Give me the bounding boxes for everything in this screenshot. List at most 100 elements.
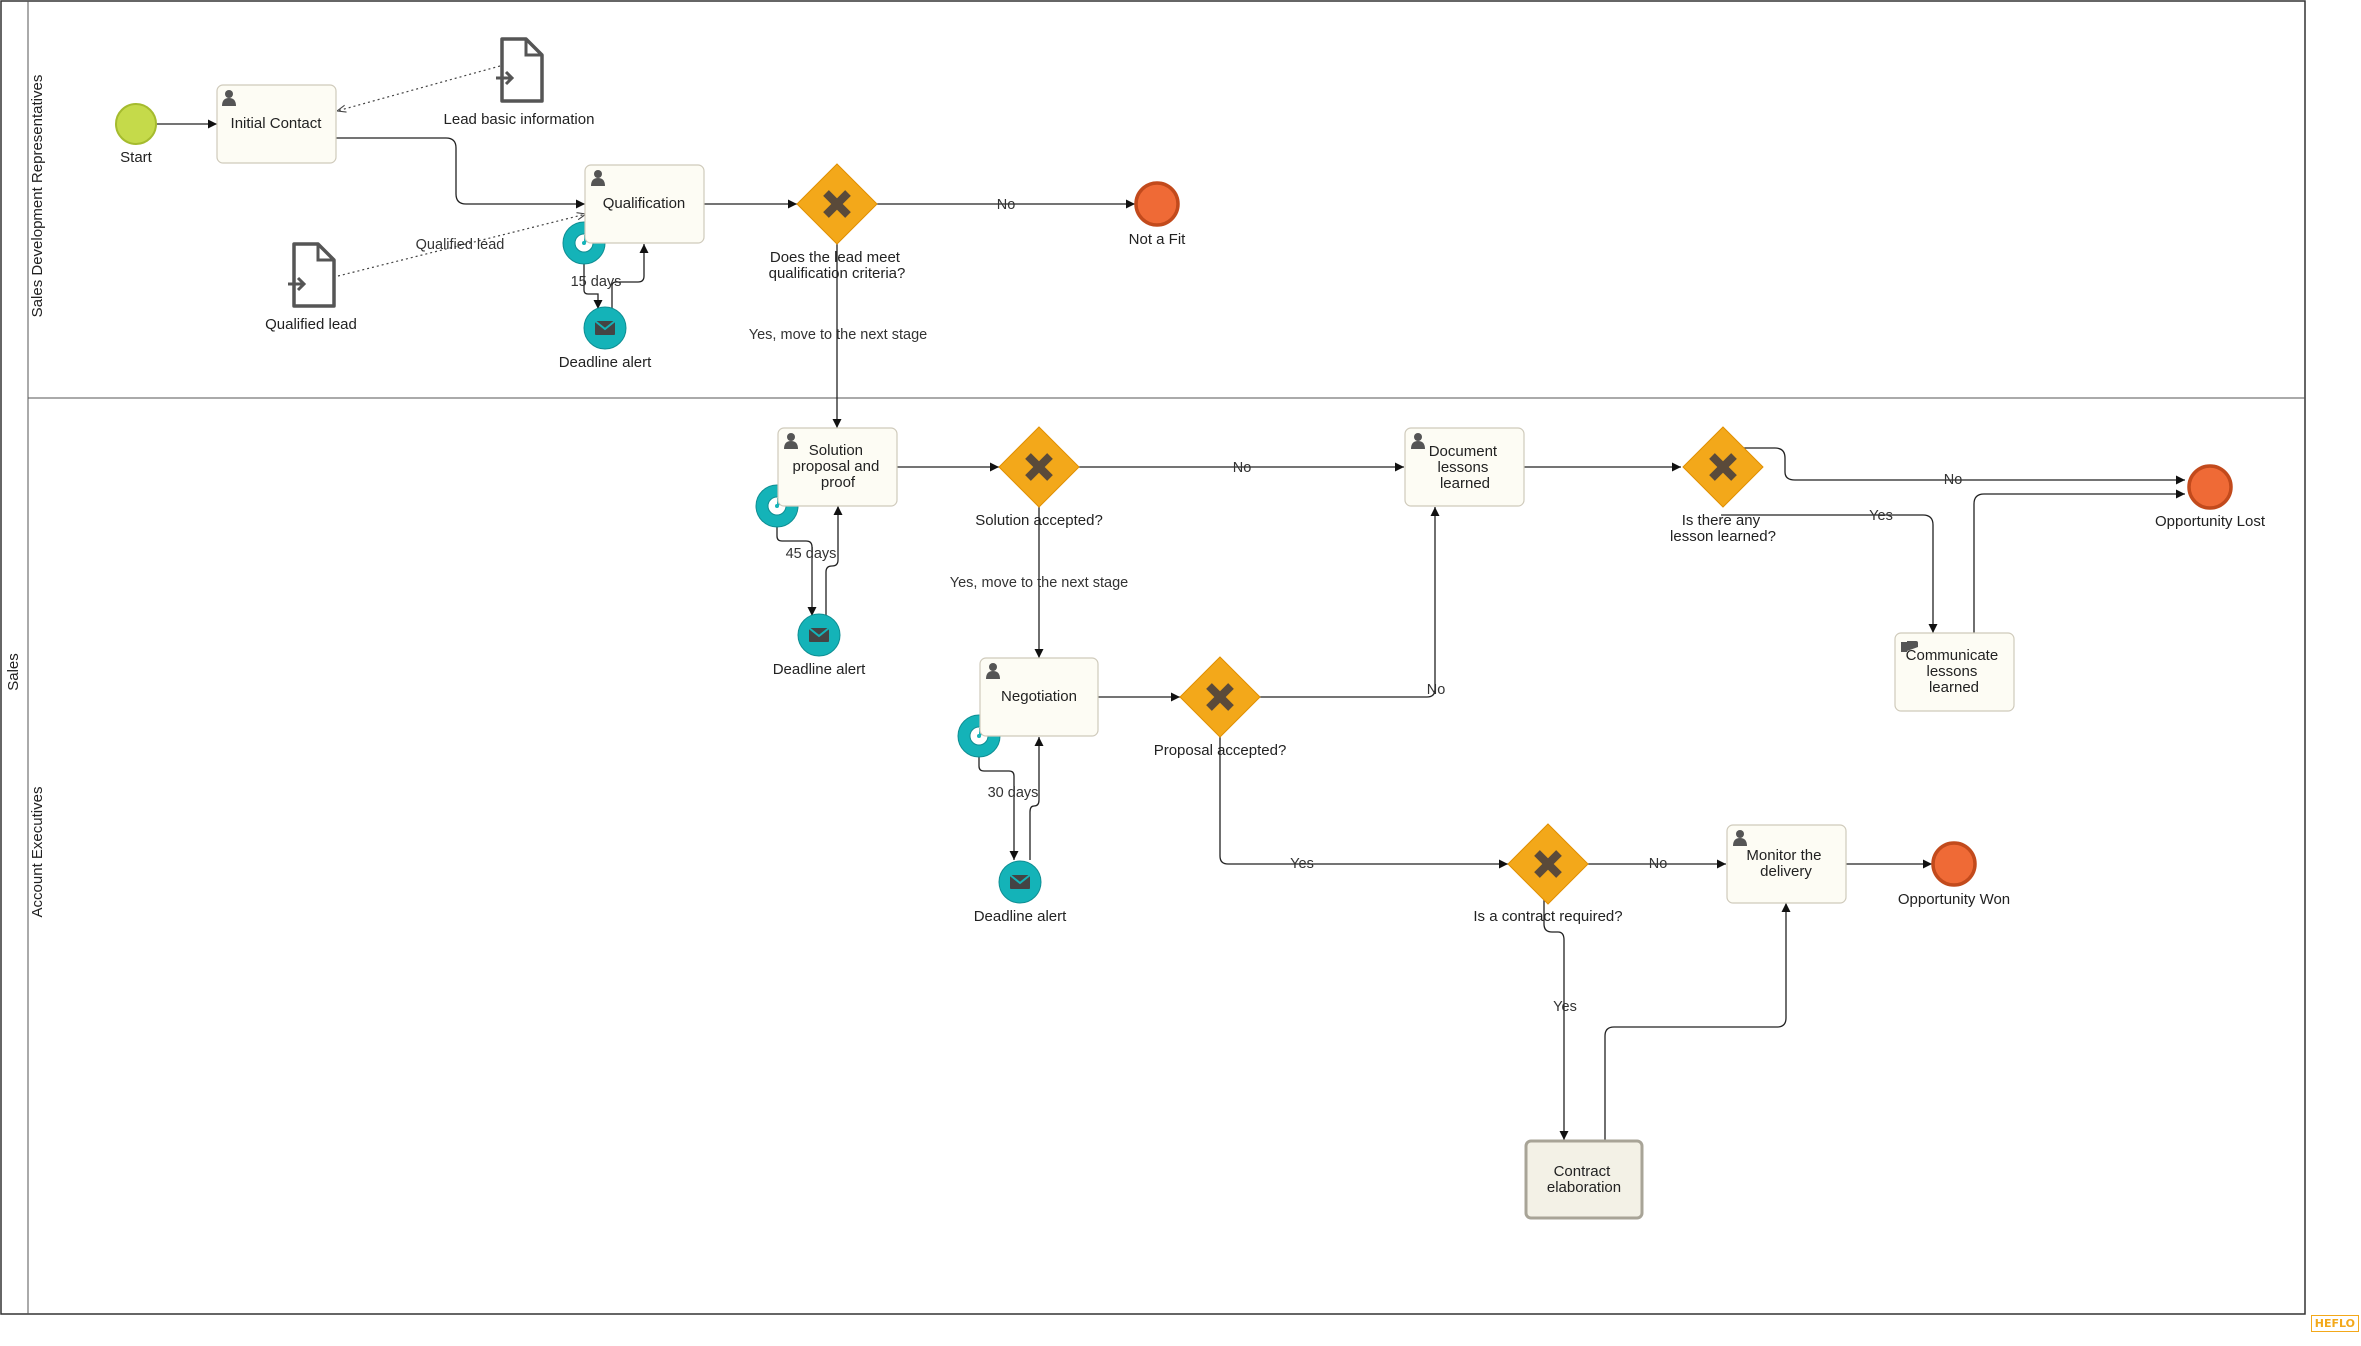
task-label: Qualification (603, 195, 686, 212)
svg-text:Document lessons l: Document lessons learned (1429, 443, 1502, 492)
flow-timer1-deadline (583, 260, 603, 309)
task-qualification[interactable]: Qualification (584, 164, 705, 244)
hand-icon (1901, 641, 1918, 652)
gateway-proposal-accepted[interactable]: Proposal accepted? (1154, 656, 1287, 759)
svg-text:Monitor the delivery: Monitor the delivery (1746, 847, 1825, 880)
pool-sales: Sales Sales Development Representatives … (0, 0, 2306, 1315)
message-event-deadline-2[interactable]: Deadline alert (773, 613, 866, 678)
task-label-line: Document (1429, 443, 1498, 460)
svg-text:Contract elaboration: Contract elaboration (1547, 1163, 1621, 1196)
end-event-opportunity-lost[interactable]: Opportunity Lost (2155, 464, 2266, 530)
envelope-icon (1009, 874, 1031, 890)
flow-contractgw-contract (1543, 900, 1569, 1140)
svg-text:Initial Contact: Initial Contact (231, 115, 323, 132)
task-label-line: lessons (1437, 459, 1488, 476)
message-event-deadline-3[interactable]: Deadline alert (974, 860, 1067, 925)
end-event-label: Opportunity Won (1898, 891, 2010, 908)
task-document-lessons[interactable]: Document lessons learned (1404, 427, 1525, 507)
label-yes-contract: Yes (1553, 999, 1577, 1015)
task-label: Negotiation (1001, 688, 1077, 705)
lane-label-sdr: Sales Development Representatives (29, 75, 46, 318)
flow-lessongw-lost (1741, 447, 2185, 485)
label-yes-lesson: Yes (1869, 508, 1893, 524)
label-yes-proposal: Yes (1290, 856, 1314, 872)
task-label-line: Solution (809, 442, 863, 459)
flow-deadline2-solution (825, 506, 843, 616)
task-label-line: learned (1440, 475, 1490, 492)
label-no-solution: No (1233, 460, 1252, 476)
flow-communicate-lost (1973, 489, 2185, 633)
task-label-line: delivery (1760, 863, 1812, 880)
gateway-contract-required[interactable]: Is a contract required? (1473, 823, 1623, 925)
task-label-line: Contract (1554, 1163, 1612, 1180)
envelope-icon (594, 320, 616, 336)
gateway-label: Proposal accepted? (1154, 742, 1287, 759)
flow-labels: Qualified lead 15 days No Yes, move to t… (416, 197, 1963, 1015)
label-no-lesson: No (1944, 472, 1963, 488)
flow-lessongw-communicate (1721, 514, 1938, 633)
data-object-label: Lead basic information (444, 111, 595, 128)
data-object-lead-basic[interactable]: Lead basic information (444, 37, 595, 128)
svg-text:Solution accepted?: Solution accepted? (975, 512, 1103, 529)
label-no-contract: No (1649, 856, 1668, 872)
pool-label: Sales (5, 653, 22, 691)
brand-logo: HEFLO (2310, 1315, 2359, 1332)
end-event-not-fit[interactable]: Not a Fit (1129, 181, 1187, 248)
task-label-line: Communicate (1906, 647, 1999, 664)
data-associations (337, 65, 586, 277)
label-timer1: 15 days (571, 274, 622, 290)
svg-text:Is a contract required?: Is a contract required? (1473, 908, 1622, 925)
end-event-label: Not a Fit (1129, 231, 1187, 248)
task-communicate-lessons[interactable]: Communicate lessons learned (1894, 632, 2015, 712)
end-event-opportunity-won[interactable]: Opportunity Won (1898, 841, 2010, 908)
start-event[interactable]: Start (115, 103, 157, 166)
flow-timer2-deadline (776, 521, 817, 616)
gateway-qualification-criteria[interactable]: Does the lead meet qualification criteri… (769, 163, 906, 282)
task-label-line: elaboration (1547, 1179, 1621, 1196)
end-event-label: Opportunity Lost (2155, 513, 2266, 530)
gateway-label-line: Does the lead meet (770, 249, 901, 266)
task-initial-contact[interactable]: Initial Contact (216, 84, 337, 164)
message-event-label: Deadline alert (773, 661, 866, 678)
gateway-label-line: qualification criteria? (769, 265, 906, 282)
flow-initial-qualification (336, 137, 585, 209)
gateway-label: Is a contract required? (1473, 908, 1622, 925)
gateway-label: Solution accepted? (975, 512, 1103, 529)
task-monitor-delivery[interactable]: Monitor the delivery (1726, 824, 1847, 904)
task-label-line: Monitor the (1746, 847, 1821, 864)
label-qualified-lead-assoc: Qualified lead (416, 237, 505, 253)
document-arrow-icon (496, 37, 544, 103)
gateway-label-line: lesson learned? (1670, 528, 1776, 545)
flow-timer3-deadline (978, 751, 1019, 860)
flow-propgw-contractgw (1219, 737, 1508, 869)
gateway-solution-accepted[interactable]: Solution accepted? (975, 426, 1103, 529)
flow-propgw-document (1260, 507, 1440, 698)
svg-text:Is there any lesson lear: Is there any lesson learned? (1670, 512, 1776, 545)
label-timer2: 45 days (786, 546, 837, 562)
data-object-label: Qualified lead (265, 316, 357, 333)
sequence-flows (157, 119, 2185, 1140)
task-label-line: proposal and (793, 458, 880, 475)
start-event-label: Start (120, 149, 153, 166)
gateway-label-line: Is there any (1682, 512, 1761, 529)
message-event-deadline-1[interactable]: Deadline alert (559, 306, 652, 371)
task-solution-proposal[interactable]: Solution proposal and proof (777, 427, 898, 507)
task-label-line: lessons (1926, 663, 1977, 680)
label-timer3: 30 days (988, 785, 1039, 801)
svg-text:Solution proposal and: Solution proposal and proof (793, 442, 884, 491)
label-no-proposal: No (1427, 682, 1446, 698)
svg-text:Negotiation: Negotiation (1001, 688, 1077, 705)
task-negotiation[interactable]: Negotiation (979, 657, 1099, 737)
lane-label-ae: Account Executives (29, 787, 46, 918)
svg-text:Does the lead meet quali: Does the lead meet qualification criteri… (769, 249, 906, 282)
subprocess-contract-elaboration[interactable]: Contract elaboration (1524, 1139, 1644, 1220)
task-label-line: learned (1929, 679, 1979, 696)
data-object-qualified-lead[interactable]: Qualified lead (265, 242, 357, 333)
message-event-label: Deadline alert (974, 908, 1067, 925)
gateway-lesson-learned[interactable]: Is there any lesson learned? (1670, 426, 1776, 545)
task-label: Initial Contact (231, 115, 323, 132)
task-label-line: proof (821, 474, 856, 491)
label-no-qual: No (997, 197, 1016, 213)
svg-text:Proposal accepted?: Proposal accepted? (1154, 742, 1287, 759)
